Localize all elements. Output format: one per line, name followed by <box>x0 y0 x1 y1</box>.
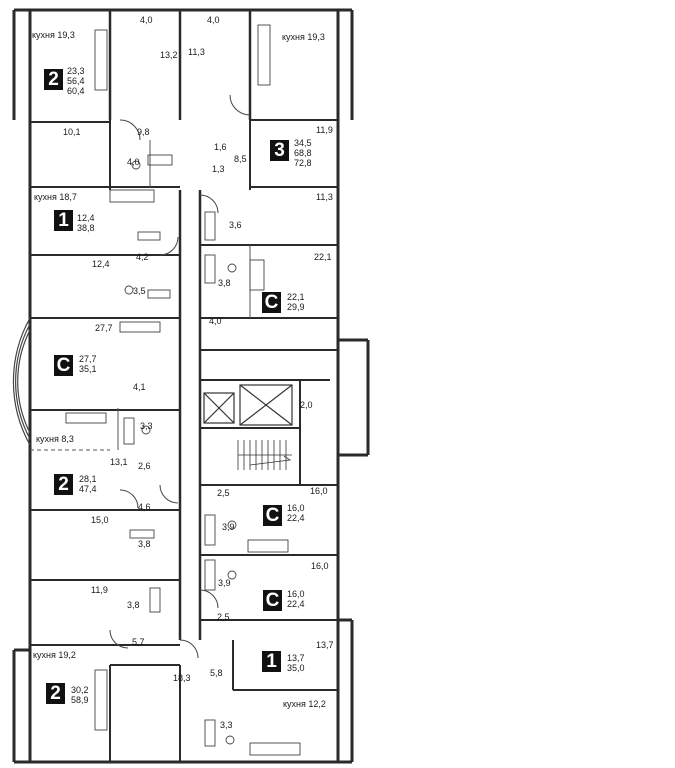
room-label: 2,5 <box>217 488 230 498</box>
room-label: 3,5 <box>133 286 146 296</box>
room-label: кухня 18,7 <box>34 192 77 202</box>
unit-type-badge: С <box>262 292 281 313</box>
unit-type-badge: 2 <box>54 474 73 495</box>
corridor-walls <box>108 10 252 640</box>
room-label: кухня 19,2 <box>33 650 76 660</box>
room-label: 4,0 <box>140 15 153 25</box>
bay-window <box>12 317 31 446</box>
room-label: кухня 12,2 <box>283 699 326 709</box>
room-label: 5,8 <box>210 668 223 678</box>
room-label: 3,3 <box>140 421 153 431</box>
room-label: 16,0 <box>311 561 329 571</box>
elevator-shafts <box>203 384 293 426</box>
staircase <box>237 440 292 470</box>
door-arcs <box>109 94 251 659</box>
room-label: 3,9 <box>218 578 231 588</box>
room-label: 11,3 <box>316 192 333 202</box>
unit-type-badge: 2 <box>46 683 65 704</box>
room-label: 12,4 <box>92 259 110 269</box>
bathroom-fixtures <box>123 154 237 747</box>
room-label: 2,5 <box>217 612 230 622</box>
room-label: 27,7 <box>95 323 113 333</box>
room-label: 4,0 <box>209 316 222 326</box>
room-label: 13,7 <box>316 640 334 650</box>
room-label: 15,0 <box>91 515 109 525</box>
unit-type-badge: С <box>54 355 73 376</box>
wall-stubs <box>12 8 370 764</box>
kitchen-fixtures <box>65 24 301 756</box>
room-label: 11,3 <box>188 47 205 57</box>
room-label: 3,3 <box>220 720 233 730</box>
room-label: 4,0 <box>207 15 220 25</box>
outer-walls <box>28 8 340 764</box>
room-label: 4,0 <box>127 157 140 167</box>
room-label: кухня 8,3 <box>36 434 74 444</box>
room-label: 1,3 <box>212 164 225 174</box>
room-label: 13,1 <box>110 457 128 467</box>
unit-type-badge: 1 <box>262 651 281 672</box>
unit-type-badge: 3 <box>270 140 289 161</box>
room-label: 13,2 <box>160 50 178 60</box>
room-label: 3,6 <box>229 220 242 230</box>
room-label: 2,6 <box>138 461 151 471</box>
room-label: 4,2 <box>136 252 149 262</box>
room-label: 9,8 <box>137 127 150 137</box>
room-label: 8,5 <box>234 154 247 164</box>
room-label: 4,1 <box>133 382 146 392</box>
room-label: 3,8 <box>138 539 151 549</box>
room-label: кухня 19,3 <box>282 32 325 42</box>
room-label: 3,9 <box>222 522 235 532</box>
room-label: 10,1 <box>63 127 81 137</box>
room-label: 3,8 <box>127 600 140 610</box>
room-walls <box>30 119 338 762</box>
unit-type-badge: 1 <box>54 210 73 231</box>
room-label: 22,1 <box>314 252 332 262</box>
room-label: кухня 19,3 <box>32 30 75 40</box>
room-label: 3,8 <box>218 278 231 288</box>
unit-type-badge: С <box>263 505 282 526</box>
unit-type-badge: С <box>263 590 282 611</box>
room-label: 4,6 <box>138 502 151 512</box>
room-label: 16,0 <box>310 486 328 496</box>
room-label: 11,9 <box>91 585 108 595</box>
unit-type-badge: 2 <box>44 69 63 90</box>
room-label: 5,7 <box>132 637 145 647</box>
room-label: 1,6 <box>214 142 227 152</box>
room-label: 11,9 <box>316 125 333 135</box>
room-label: 2,0 <box>300 400 313 410</box>
room-label: 18,3 <box>173 673 191 683</box>
